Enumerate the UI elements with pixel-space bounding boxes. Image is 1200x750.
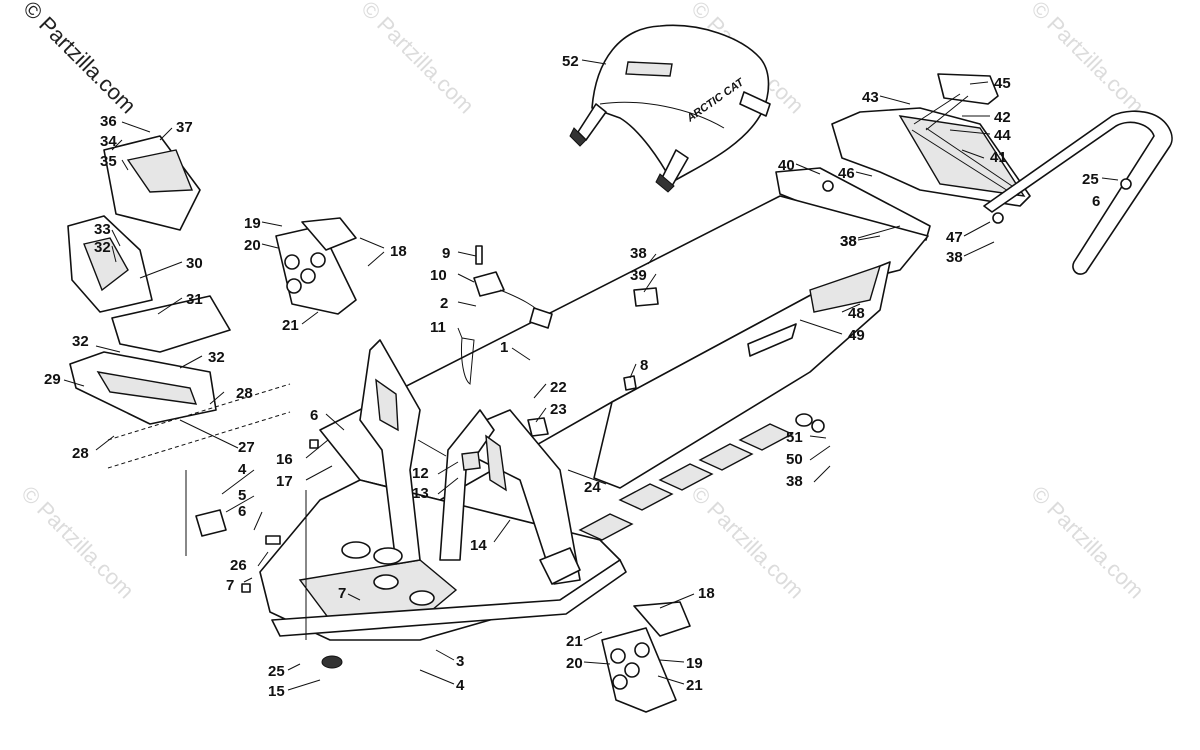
callout-label: 34: [100, 133, 117, 150]
running-board-holes: [578, 423, 794, 541]
callout-label: 20: [566, 655, 583, 672]
callout-label: 24: [584, 479, 601, 496]
callout-label: 16: [276, 451, 293, 468]
callout-label: 28: [236, 385, 253, 402]
callout-label: 32: [72, 333, 89, 350]
callout-label: 46: [838, 165, 855, 182]
watermark-tile: © Partzilla.com: [356, 0, 479, 118]
callout-label: 1: [500, 339, 508, 356]
callout-label: 25: [1082, 171, 1099, 188]
callout-label: 44: [994, 127, 1011, 144]
footrest-upper-part: [275, 217, 357, 315]
callout-label: 38: [946, 249, 963, 266]
callout-label: 5: [238, 487, 246, 504]
callout-label: 40: [778, 157, 795, 174]
callout-label: 49: [848, 327, 865, 344]
front-bracket-parts: [67, 135, 291, 469]
callout-label: 39: [630, 267, 647, 284]
callout-label: 28: [72, 445, 89, 462]
callout-label: 4: [456, 677, 465, 694]
watermark-tile: © Partzilla.com: [1026, 481, 1149, 604]
callout-label: 47: [946, 229, 963, 246]
rear-bumper-part: [983, 110, 1173, 275]
callout-label: 41: [990, 149, 1007, 166]
footrest-lower-part: [601, 601, 691, 713]
callout-label: 21: [566, 633, 583, 650]
callout-label: 2: [440, 295, 448, 312]
callout-label: 52: [562, 53, 579, 70]
callout-label: 7: [338, 585, 346, 602]
callout-label: 3: [456, 653, 464, 670]
callout-label: 35: [100, 153, 117, 170]
callout-label: 33: [94, 221, 111, 238]
brand-watermark: © Partzilla.com: [18, 0, 141, 118]
callout-label: 10: [430, 267, 447, 284]
callout-label: 42: [994, 109, 1011, 126]
callout-label: 6: [238, 503, 246, 520]
chassis-part: [259, 339, 627, 641]
leader-lines: [63, 59, 1119, 691]
callout-label: 38: [840, 233, 857, 250]
callout-label: 36: [100, 113, 117, 130]
callout-label: 31: [186, 291, 203, 308]
callout-label: 32: [208, 349, 225, 366]
callout-label: 14: [470, 537, 487, 554]
callout-labels: 52 43 45 42 44 41 40 46 25 6 47 38 38 36…: [44, 53, 1100, 700]
callout-label: 32: [94, 239, 111, 256]
watermark-tile: © Partzilla.com: [1026, 0, 1149, 118]
callout-label: 45: [994, 75, 1011, 92]
callout-label: 48: [848, 305, 865, 322]
callout-label: 38: [786, 473, 803, 490]
callout-label: 37: [176, 119, 193, 136]
callout-label: 12: [412, 465, 429, 482]
callout-label: 25: [268, 663, 285, 680]
callout-label: 38: [840, 233, 857, 250]
callout-label: 26: [230, 557, 247, 574]
callout-label: 43: [862, 89, 879, 106]
callout-label: 51: [786, 429, 803, 446]
callout-label: 8: [640, 357, 648, 374]
callout-label: 13: [412, 485, 429, 502]
callout-label: 6: [310, 407, 318, 424]
callout-label: 29: [44, 371, 61, 388]
seat-part: ARCTIC CAT: [569, 24, 771, 193]
callout-label: 18: [698, 585, 715, 602]
callout-label: 22: [550, 379, 567, 396]
callout-label: 21: [686, 677, 703, 694]
callout-label: 23: [550, 401, 567, 418]
callout-label: 11: [430, 319, 446, 336]
rear-storage-part: [775, 73, 1031, 241]
callout-label: 19: [244, 215, 261, 232]
watermark-tile: © Partzilla.com: [16, 481, 139, 604]
callout-label: 38: [630, 245, 647, 262]
callout-label: 19: [686, 655, 703, 672]
callout-label: 20: [244, 237, 261, 254]
callout-label: 7: [226, 577, 234, 594]
callout-label: 27: [238, 439, 255, 456]
callout-label: 21: [282, 317, 299, 334]
callout-label: 30: [186, 255, 203, 272]
callout-label: 18: [390, 243, 407, 260]
callout-label: 9: [442, 245, 450, 262]
callout-label: 4: [238, 461, 247, 478]
callout-label: 6: [1092, 193, 1100, 210]
hardware-parts: [195, 245, 825, 669]
callout-label: 15: [268, 683, 285, 700]
callout-label: 17: [276, 473, 293, 490]
callout-label: 50: [786, 451, 803, 468]
